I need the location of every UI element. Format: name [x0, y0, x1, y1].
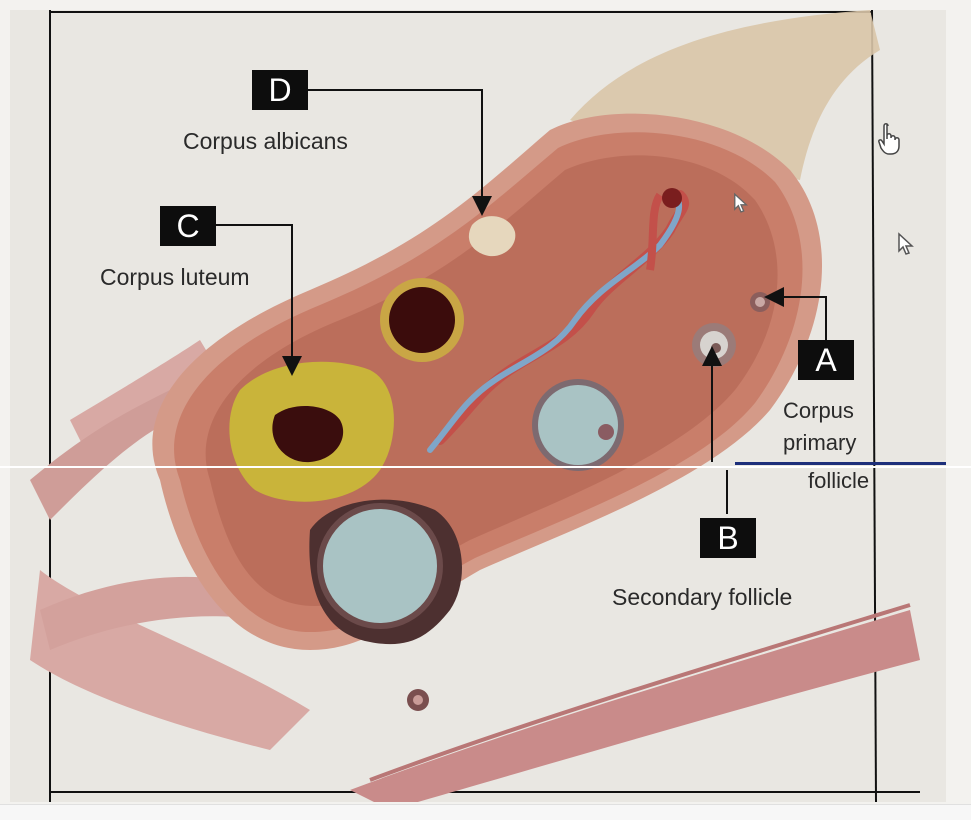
label-a-caption-line3: follicle — [808, 468, 870, 493]
label-c-box: C — [160, 206, 216, 246]
label-d-caption: Corpus albicans — [183, 128, 348, 154]
ovary-illustration-bottom — [10, 468, 946, 802]
label-a-caption-line1: Corpus — [783, 398, 854, 423]
diagram-panel-top — [10, 10, 946, 466]
label-b-box: B — [700, 518, 756, 558]
label-d-box: D — [252, 70, 308, 110]
diagram-panel-bottom — [10, 468, 946, 802]
label-b-caption: Secondary follicle — [612, 584, 793, 610]
photo-seam — [0, 466, 971, 468]
blue-underline — [735, 462, 946, 465]
label-a-box: A — [798, 340, 854, 380]
arrow-cursor-in-image-icon — [733, 192, 749, 218]
label-a-caption-line2: primary — [783, 430, 857, 455]
bottom-strip — [0, 804, 971, 820]
label-c-caption: Corpus luteum — [100, 264, 250, 290]
arrow-cursor-icon — [897, 232, 915, 260]
hand-pointer-icon — [878, 122, 906, 160]
ovary-illustration-top — [10, 10, 946, 466]
